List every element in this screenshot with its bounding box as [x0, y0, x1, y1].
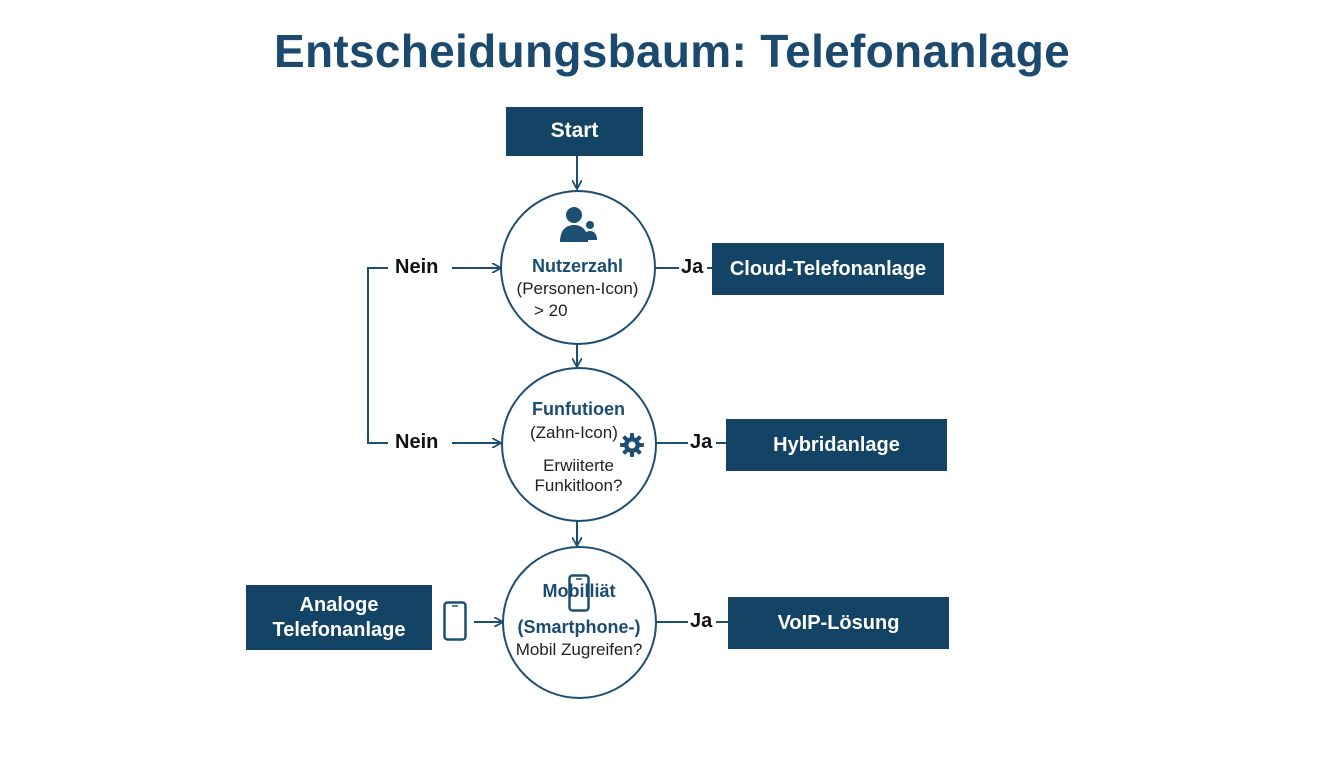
start-label: Start	[550, 119, 599, 143]
node2-question-line1: Erwiiterte	[543, 456, 614, 475]
node2-title: Funfutioen	[532, 399, 625, 419]
outcome-hybrid-label: Hybridanlage	[773, 433, 900, 456]
decision-node-nutzerzahl: Nutzerzahl (Personen-Icon) > 20	[500, 190, 656, 345]
smartphone-icon	[568, 574, 590, 612]
label-ja-3: Ja	[690, 610, 713, 632]
outcome-voip-loesung: VoIP-Lösung	[728, 597, 949, 649]
node1-question: > 20	[534, 301, 568, 320]
outcome-analog-line1: Analoge	[299, 593, 379, 616]
node2-question-line2: Funkitloon?	[534, 476, 623, 495]
outcome-voip-label: VoIP-Lösung	[777, 611, 900, 634]
person-icon	[560, 207, 597, 242]
decision-node-mobilitaet: Mobilliät (Smartphone-) Mobil Zugreifen?	[502, 546, 657, 699]
outcome-cloud-label: Cloud-Telefonanlage	[729, 257, 927, 280]
label-nein-2: Nein	[395, 431, 439, 453]
smartphone-icon	[443, 601, 467, 641]
node2-icon-label: (Zahn-Icon)	[530, 423, 618, 442]
node3-icon-label: (Smartphone-)	[517, 617, 641, 637]
node3-title: Mobilliät	[542, 581, 616, 601]
label-nein-1: Nein	[395, 256, 439, 278]
outcome-hybridanlage: Hybridanlage	[726, 419, 947, 471]
label-ja-2: Ja	[690, 431, 713, 453]
edge-nein-bracket	[367, 267, 388, 444]
page-title: Entscheidungsbaum: Telefonanlage	[274, 25, 1070, 77]
decision-node-funktionen: Funfutioen (Zahn-Icon) Erwiiterte Funkit…	[501, 367, 657, 522]
node1-title: Nutzerzahl	[531, 256, 623, 276]
outcome-cloud-telefonanlage: Cloud-Telefonanlage	[712, 243, 944, 295]
outcome-analoge-telefonanlage: Analoge Telefonanlage	[246, 585, 432, 650]
start-box: Start	[506, 107, 643, 156]
node1-icon-label: (Personen-Icon)	[516, 279, 639, 298]
node3-question: Mobil Zugreifen?	[515, 640, 643, 659]
gear-icon	[620, 433, 644, 457]
label-ja-1: Ja	[681, 256, 704, 278]
outcome-analog-line2: Telefonanlage	[272, 618, 406, 641]
